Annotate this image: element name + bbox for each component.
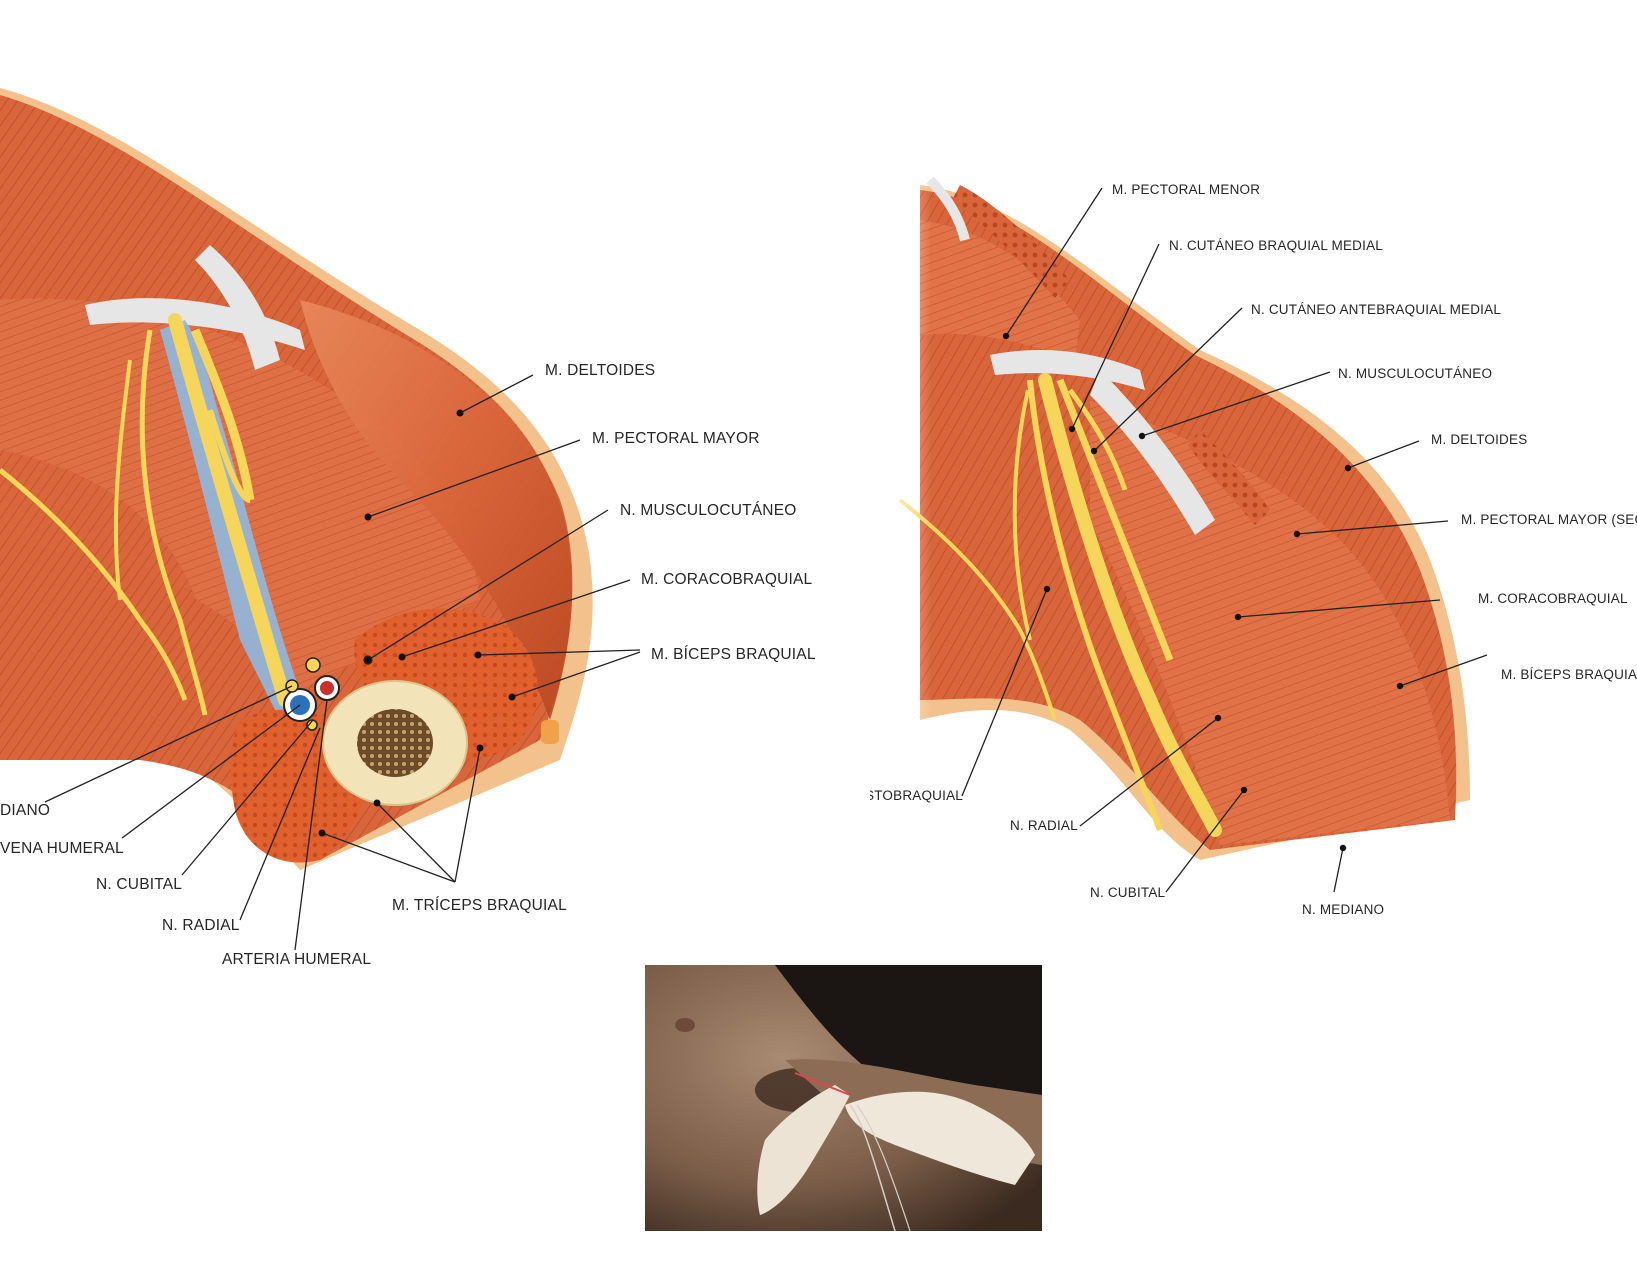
label-triceps-braquial: M. TRÍCEPS BRAQUIAL bbox=[392, 897, 567, 914]
label-mediano-right: N. MEDIANO bbox=[1302, 902, 1385, 917]
left-anatomy-drawing bbox=[0, 88, 641, 951]
label-musculocutaneo: N. MUSCULOCUTÁNEO bbox=[620, 502, 797, 519]
procedure-photo-drawing bbox=[645, 965, 1042, 1231]
label-radial: N. RADIAL bbox=[162, 917, 240, 934]
label-radial-right: N. RADIAL bbox=[1010, 818, 1078, 833]
label-coracobraquial-right: M. CORACOBRAQUIAL bbox=[1478, 591, 1628, 606]
label-pectoral-mayor: M. PECTORAL MAYOR bbox=[592, 430, 760, 447]
label-coracobraquial: M. CORACOBRAQUIAL bbox=[641, 571, 813, 588]
label-intercostobraquial: N. INTERCOSTOBRAQUIAL bbox=[870, 788, 963, 803]
label-mediano: DIANO bbox=[0, 802, 51, 819]
left-anatomy-illustration: M. DELTOIDES M. PECTORAL MAYOR N. MUSCUL… bbox=[0, 0, 870, 990]
label-biceps-braquial: M. BÍCEPS BRAQUIAL bbox=[651, 646, 816, 663]
label-musculocutaneo-right: N. MUSCULOCUTÁNEO bbox=[1338, 366, 1493, 381]
right-anatomy-drawing bbox=[870, 140, 1637, 940]
label-arteria-humeral: ARTERIA HUMERAL bbox=[222, 951, 372, 968]
label-deltoides-right: M. DELTOIDES bbox=[1431, 432, 1528, 447]
label-pectoral-menor: M. PECTORAL MENOR bbox=[1112, 182, 1261, 197]
left-leader-lines bbox=[44, 374, 641, 951]
label-cutaneo-antebraquial-medial: N. CUTÁNEO ANTEBRAQUIAL MEDIAL bbox=[1251, 302, 1502, 317]
right-leader-lines bbox=[961, 187, 1488, 893]
procedure-photo bbox=[645, 965, 1042, 1231]
label-pectoral-mayor-sec: M. PECTORAL MAYOR (SEC bbox=[1461, 512, 1637, 527]
label-cubital: N. CUBITAL bbox=[96, 876, 183, 893]
right-anatomy-illustration: M. PECTORAL MENOR N. CUTÁNEO BRAQUIAL ME… bbox=[870, 140, 1637, 940]
label-biceps-braquial-right: M. BÍCEPS BRAQUIA bbox=[1501, 667, 1637, 682]
label-cutaneo-braquial-medial: N. CUTÁNEO BRAQUIAL MEDIAL bbox=[1169, 238, 1383, 253]
label-vena-humeral: VENA HUMERAL bbox=[0, 840, 124, 857]
label-deltoides: M. DELTOIDES bbox=[545, 362, 656, 379]
label-cubital-right: N. CUBITAL bbox=[1090, 885, 1166, 900]
